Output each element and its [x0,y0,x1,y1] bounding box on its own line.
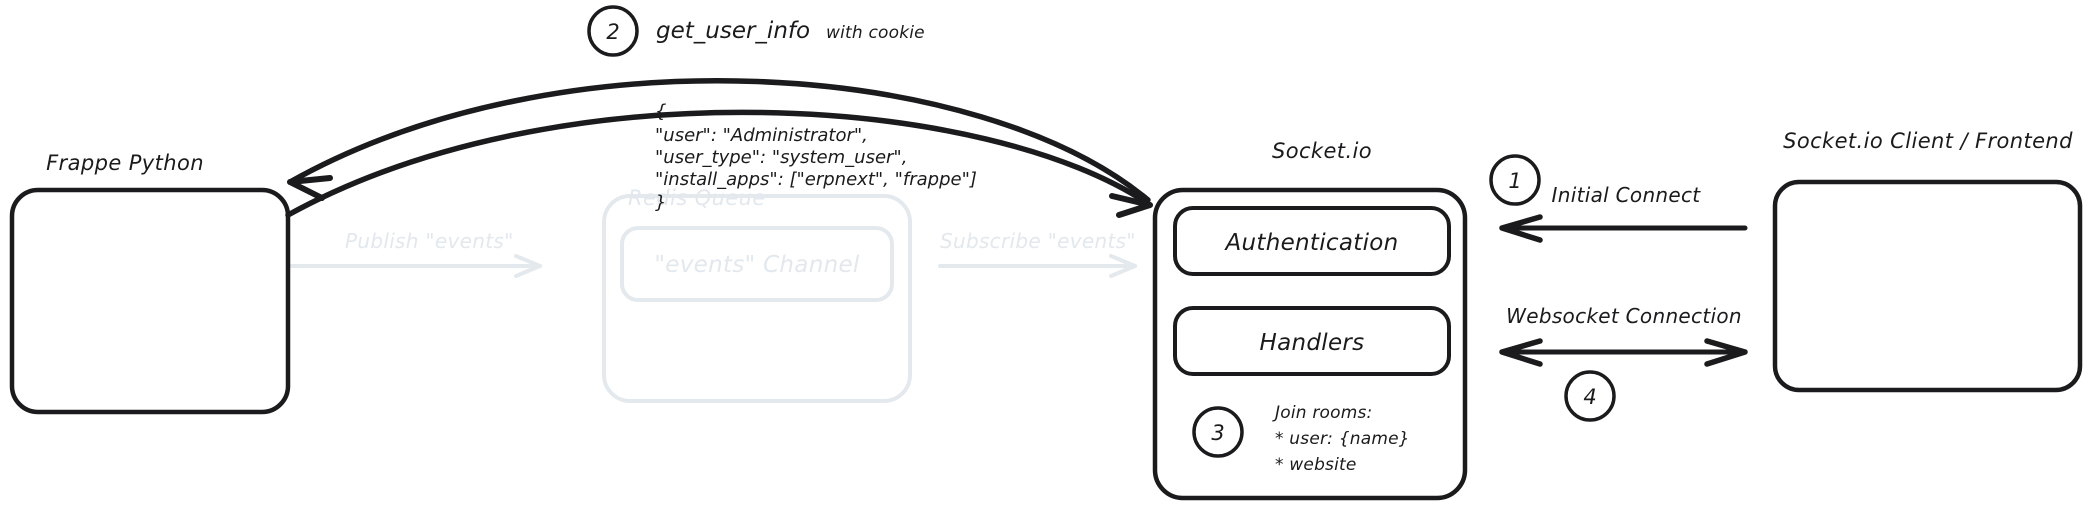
step-marker-4-circle [1564,370,1616,422]
step-marker-4-number: 4 [1583,385,1596,409]
client-box[interactable] [1772,179,2083,393]
get-user-info-suffix-label: with cookie [826,23,925,43]
publish-events-label: Publish "events" [345,229,514,253]
authentication-label: Authentication [1223,230,1398,256]
join-rooms-line-1: * user: {name} [1275,429,1410,449]
authentication-box[interactable] [1173,206,1451,276]
get-user-info-request-edge [287,78,1151,203]
join-rooms-line-2: * website [1275,455,1357,475]
socketio-handlers[interactable]: Handlers [1173,306,1451,376]
node-socketio-client[interactable]: Socket.io Client / Frontend [1772,129,2083,393]
initial-connect-edge: 1 Initial Connect [1489,154,1748,243]
events-channel-label: "events" Channel [654,252,859,278]
step-marker-1-circle [1489,154,1541,206]
get-user-info-label-group: 2 get_user_info with cookie [587,5,925,57]
publish-events-edge: Publish "events" [288,229,542,278]
frappe-python-box[interactable] [9,187,291,415]
user-info-payload-annotation: { "user": "Administrator", "user_type": … [655,101,977,213]
step-marker-1-number: 1 [1508,169,1521,193]
websocket-connection-label: Websocket Connection [1506,304,1742,328]
events-channel-box [620,226,894,302]
payload-line-3: "install_apps": ["erpnext", "frappe"] [655,169,977,190]
payload-line-4: } [655,192,666,213]
socketio-box[interactable] [1152,187,1468,501]
step-marker-2-circle [587,5,639,57]
handlers-label: Handlers [1260,330,1365,356]
redis-queue-label: Redis Queue [628,186,766,210]
node-socketio[interactable]: Socket.io Authentication Handlers 3 Join… [1152,139,1468,501]
subscribe-events-edge: Subscribe "events" [938,229,1137,278]
redis-queue-box [602,194,912,403]
get-user-info-response-edge [285,109,1153,218]
payload-line-0: { [655,101,666,122]
initial-connect-label: Initial Connect [1552,183,1702,207]
step-marker-3-circle [1192,406,1244,458]
join-rooms-line-0: Join rooms: [1272,403,1372,423]
socketio-authentication[interactable]: Authentication [1173,206,1451,276]
redis-queue-group: Redis Queue "events" Channel [602,186,912,403]
handlers-box[interactable] [1173,306,1451,376]
payload-line-2: "user_type": "system_user", [655,147,907,168]
websocket-connection-edge: Websocket Connection 4 [1499,304,1748,422]
socketio-label: Socket.io [1272,139,1372,163]
subscribe-events-label: Subscribe "events" [940,229,1136,253]
frappe-python-label: Frappe Python [46,151,204,175]
node-frappe-python[interactable]: Frappe Python [9,151,291,415]
payload-line-1: "user": "Administrator", [655,125,868,146]
join-rooms-annotation: 3 Join rooms: * user: {name} * website [1192,403,1410,475]
get-user-info-code-label: get_user_info [656,18,810,44]
client-label: Socket.io Client / Frontend [1783,129,2073,153]
step-marker-3-number: 3 [1211,421,1224,445]
step-marker-2-number: 2 [606,20,619,44]
